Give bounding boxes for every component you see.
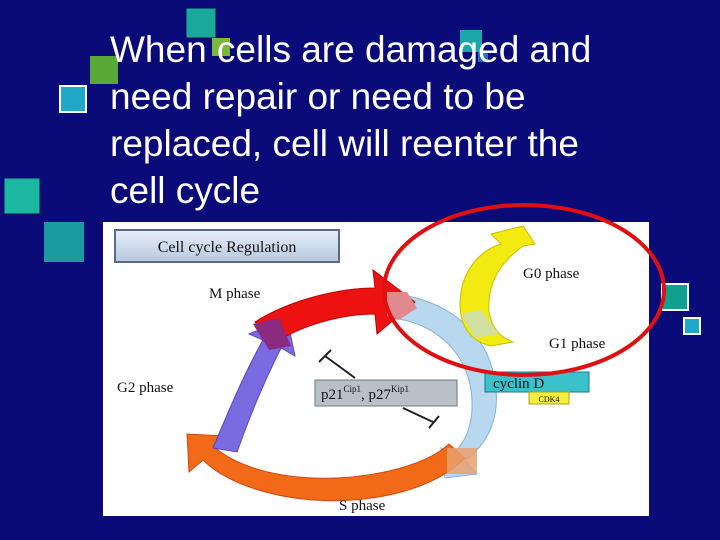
figure-header-text: Cell cycle Regulation	[158, 239, 297, 256]
deco-square-blue-1	[478, 52, 488, 62]
title-line-4: cell cycle	[110, 170, 261, 211]
s-phase-label: S phase	[339, 498, 386, 514]
inhibition-bar-cdk	[428, 415, 440, 429]
inhibition-bar-m	[318, 349, 332, 363]
deco-square-cyan-2	[683, 317, 701, 335]
p27-superscript: Kip1	[391, 384, 409, 394]
inhibitor-box	[314, 379, 458, 407]
p21-label: p21	[321, 387, 344, 403]
title-line-3: replaced, cell will reenter the	[110, 123, 579, 164]
deco-square-teal-2	[3, 177, 41, 215]
inhibition-line-cdk	[402, 407, 434, 423]
inhibitor-separator: ,	[361, 387, 369, 403]
cyclin-d-label: cyclin D	[493, 376, 544, 392]
g1-phase-label: G1 phase	[549, 336, 606, 352]
g2-phase-label: G2 phase	[117, 380, 174, 396]
figure-header-box	[114, 229, 340, 263]
g2-phase-arrow	[212, 317, 296, 453]
title-line-1: When cells are damaged and	[110, 29, 592, 70]
p27-label: p27	[369, 387, 392, 403]
cell-cycle-figure: Cell cycle Regulation p21Cip1, p27Kip1	[103, 222, 649, 516]
inhibition-line-m	[324, 355, 356, 379]
deco-square-green-1	[212, 38, 230, 56]
deco-square-cyan-1	[59, 85, 87, 113]
slide-title: When cells are damaged and need repair o…	[110, 26, 670, 214]
s-phase-arrow	[186, 433, 466, 502]
deco-square-teal-5	[661, 283, 689, 311]
deco-square-teal-4	[460, 30, 482, 52]
p21-superscript: Cip1	[344, 384, 362, 394]
title-line-2: need repair or need to be	[110, 76, 526, 117]
cdk4-box	[528, 391, 570, 405]
s-g1-overlap	[447, 448, 477, 474]
inhibitor-label: p21Cip1, p27Kip1	[321, 384, 409, 403]
g0-phase-label: G0 phase	[523, 266, 580, 282]
cdk4-label: CDK4	[539, 395, 560, 404]
m-g2-overlap	[253, 318, 291, 350]
deco-square-teal-3	[44, 222, 84, 262]
deco-square-teal-1	[185, 7, 217, 39]
deco-square-green-2	[90, 56, 118, 84]
m-phase-label: M phase	[209, 286, 261, 302]
cell-cycle-diagram: Cell cycle Regulation p21Cip1, p27Kip1	[114, 225, 606, 514]
